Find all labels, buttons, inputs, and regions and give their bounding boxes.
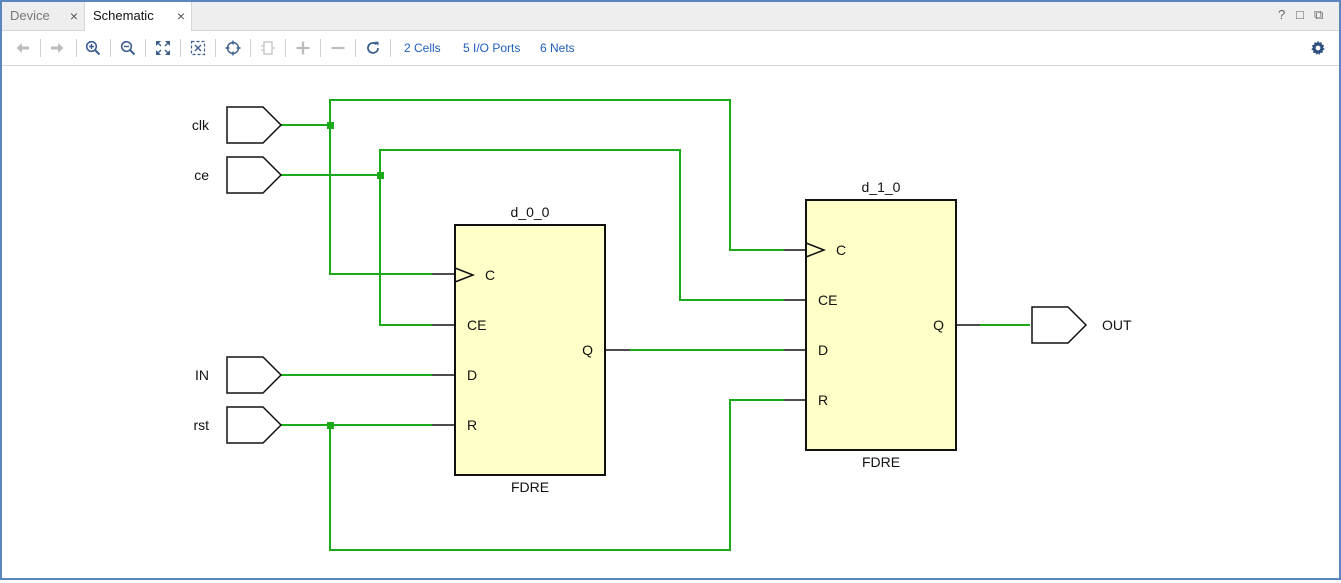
refresh-icon[interactable] (364, 39, 382, 57)
cell-d-1-0[interactable]: d_1_0 FDRE C CE D R Q (805, 179, 957, 470)
pin-c-label: C (836, 242, 846, 258)
back-arrow-icon[interactable] (14, 39, 32, 57)
port-in-symbol[interactable] (226, 356, 283, 394)
clock-pin-icon (454, 267, 476, 283)
cell-instance-label: d_0_0 (511, 204, 550, 220)
toolbar-separator (145, 39, 146, 57)
cell-type-label: FDRE (511, 479, 549, 495)
pin-d-label: D (818, 342, 828, 358)
net-junction (327, 122, 334, 129)
expand-icon[interactable] (294, 39, 312, 57)
auto-fit-selection-icon[interactable] (224, 39, 242, 57)
toolbar: 2 Cells 5 I/O Ports 6 Nets (2, 31, 1339, 66)
gear-icon[interactable] (1309, 39, 1327, 57)
nets-link[interactable]: 6 Nets (540, 41, 575, 55)
zoom-fit-icon[interactable] (154, 39, 172, 57)
cells-link[interactable]: 2 Cells (404, 41, 441, 55)
cell-type-label: FDRE (862, 454, 900, 470)
tab-schematic[interactable]: Schematic × (84, 2, 192, 31)
pin-q-label: Q (933, 317, 944, 333)
close-icon[interactable]: × (176, 8, 185, 24)
tab-bar: Device × Schematic × ? □ ⧉ (2, 2, 1339, 31)
pin-q-label: Q (582, 342, 593, 358)
pin-d-label: D (467, 367, 477, 383)
net-junction (327, 422, 334, 429)
port-rst-symbol[interactable] (226, 406, 283, 444)
pin-ce-label: CE (467, 317, 486, 333)
zoom-out-icon[interactable] (119, 39, 137, 57)
collapse-icon[interactable] (329, 39, 347, 57)
pin-c-label: C (485, 267, 495, 283)
toolbar-separator (320, 39, 321, 57)
port-rst-label: rst (193, 417, 209, 433)
port-in-label: IN (195, 367, 209, 383)
net-junction (377, 172, 384, 179)
port-out-symbol[interactable] (1031, 306, 1088, 344)
clock-pin-icon (805, 242, 827, 258)
toolbar-separator (40, 39, 41, 57)
port-out-label: OUT (1102, 317, 1132, 333)
forward-arrow-icon[interactable] (48, 39, 66, 57)
port-clk-label: clk (192, 117, 210, 133)
cell-d-0-0[interactable]: d_0_0 FDRE C CE D R Q (454, 204, 606, 495)
tab-device-label: Device (10, 8, 50, 23)
zoom-in-icon[interactable] (84, 39, 102, 57)
toolbar-separator (76, 39, 77, 57)
tab-schematic-label: Schematic (93, 8, 154, 23)
io-ports-link[interactable]: 5 I/O Ports (463, 41, 521, 55)
toolbar-separator (180, 39, 181, 57)
port-clk-symbol[interactable] (226, 106, 283, 144)
toolbar-separator (215, 39, 216, 57)
expand-cell-icon[interactable] (259, 39, 277, 57)
pin-r-label: R (818, 392, 828, 408)
toolbar-separator (110, 39, 111, 57)
pin-stubs-d-1-0 (784, 249, 980, 401)
tab-device[interactable]: Device × (2, 2, 84, 30)
schematic-canvas[interactable]: clk ce IN rst OUT d_0_0 FDRE C CE D R Q (2, 66, 1339, 578)
float-window-icon[interactable]: ⧉ (1314, 7, 1324, 22)
toolbar-separator (355, 39, 356, 57)
zoom-to-selection-icon[interactable] (189, 39, 207, 57)
help-icon[interactable]: ? (1278, 7, 1286, 22)
pin-stubs-d-0-0 (432, 273, 630, 426)
toolbar-separator (250, 39, 251, 57)
pin-r-label: R (467, 417, 477, 433)
net-rst[interactable] (280, 399, 784, 551)
pin-ce-label: CE (818, 292, 837, 308)
close-icon[interactable]: × (69, 8, 78, 24)
net-ce[interactable] (280, 149, 784, 326)
cell-instance-label: d_1_0 (862, 179, 901, 195)
port-ce-label: ce (194, 167, 209, 183)
toolbar-separator (390, 39, 391, 57)
toolbar-separator (285, 39, 286, 57)
maximize-icon[interactable]: □ (1296, 7, 1304, 22)
port-ce-symbol[interactable] (226, 156, 283, 194)
